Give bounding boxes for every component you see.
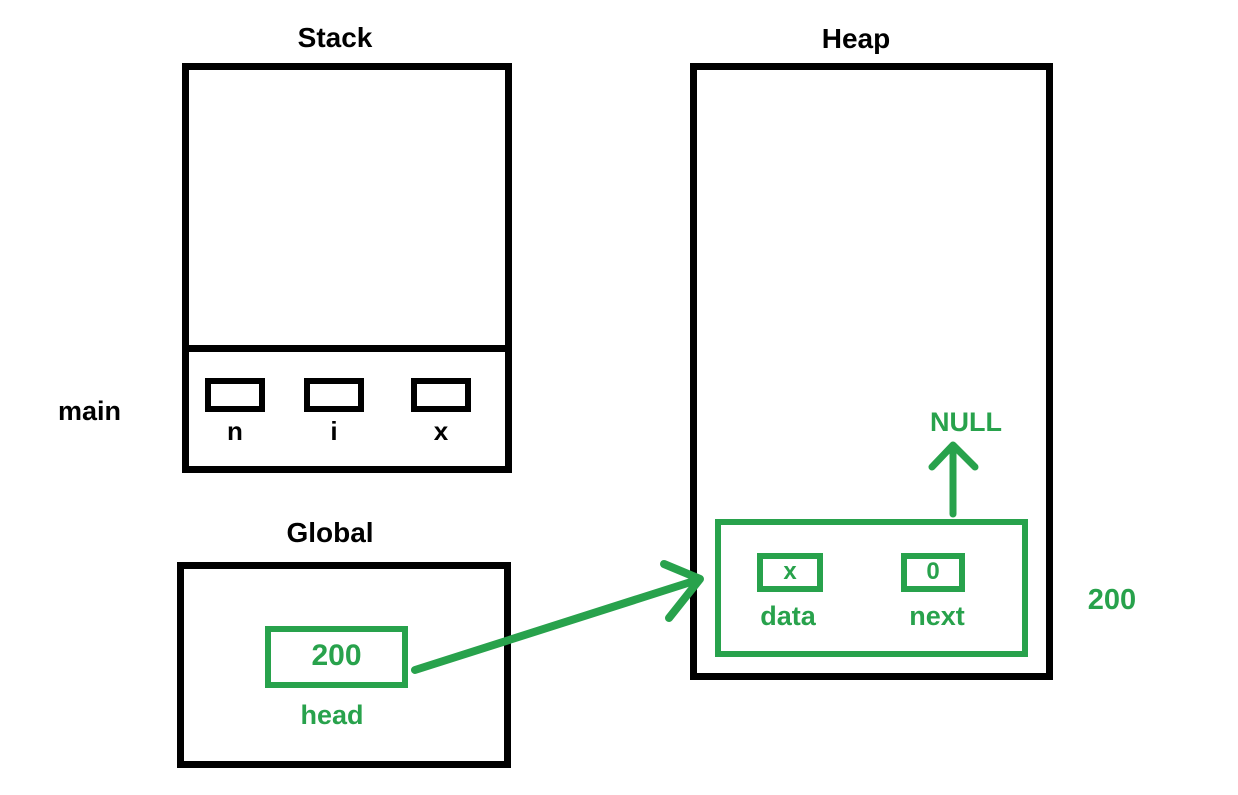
stack-var-box-i — [304, 378, 364, 412]
null-label: NULL — [930, 407, 1002, 437]
stack-var-box-n — [205, 378, 265, 412]
heap-node-box — [715, 519, 1028, 657]
node-data-box: x — [757, 553, 823, 592]
stack-box — [182, 63, 512, 473]
stack-var-label-x: x — [433, 416, 449, 446]
global-title: Global — [286, 517, 374, 548]
stack-frame-label-main: main — [58, 396, 122, 426]
head-pointer-box: 200 — [265, 626, 408, 688]
node-address-label: 200 — [1087, 584, 1137, 616]
stack-frame-divider — [182, 345, 512, 352]
node-next-label: next — [909, 601, 965, 631]
head-pointer-label: head — [300, 700, 364, 730]
stack-title: Stack — [297, 22, 373, 53]
node-data-label: data — [760, 601, 816, 631]
stack-var-label-n: n — [227, 416, 243, 446]
heap-title: Heap — [821, 23, 891, 54]
stack-var-box-x — [411, 378, 471, 412]
stack-var-label-i: i — [330, 416, 338, 446]
node-next-box: 0 — [901, 553, 965, 592]
heap-box — [690, 63, 1053, 680]
